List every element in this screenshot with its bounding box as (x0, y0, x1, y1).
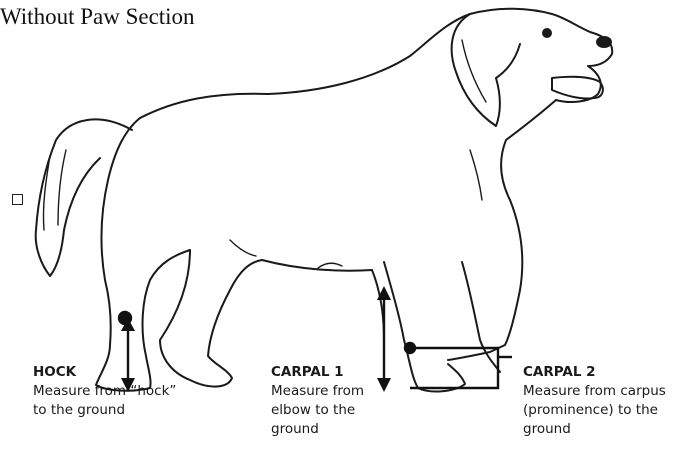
carpal2-label: CARPAL 2 Measure from carpus (prominence… (523, 363, 666, 439)
carpal1-label: CARPAL 1 Measure from elbow to the groun… (271, 363, 364, 439)
hock-line-1: Measure from “hock” (33, 382, 176, 401)
hock-label: HOCK Measure from “hock” to the ground (33, 363, 176, 420)
carpal2-line-1: Measure from carpus (523, 382, 666, 401)
dog-ear (452, 14, 520, 126)
dog-front-leg-1 (384, 262, 465, 391)
carpal1-arrow-icon (377, 286, 391, 392)
carpal2-heading: CARPAL 2 (523, 363, 666, 382)
carpal2-line-2: (prominence) to the (523, 401, 666, 420)
carpal1-line-1: Measure from (271, 382, 364, 401)
hock-line-2: to the ground (33, 401, 176, 420)
dog-front-leg-2 (462, 262, 500, 372)
carpal1-heading: CARPAL 1 (271, 363, 364, 382)
carpal1-line-3: ground (271, 420, 364, 439)
dog-belly (262, 260, 384, 340)
dog-body-outline (140, 9, 612, 360)
dog-eye (543, 29, 551, 37)
dog-tail (36, 119, 132, 276)
carpal1-line-2: elbow to the (271, 401, 364, 420)
dog-nose (597, 37, 611, 47)
carpal2-line-3: ground (523, 420, 666, 439)
hock-heading: HOCK (33, 363, 176, 382)
dog-hind-leg (96, 118, 190, 391)
